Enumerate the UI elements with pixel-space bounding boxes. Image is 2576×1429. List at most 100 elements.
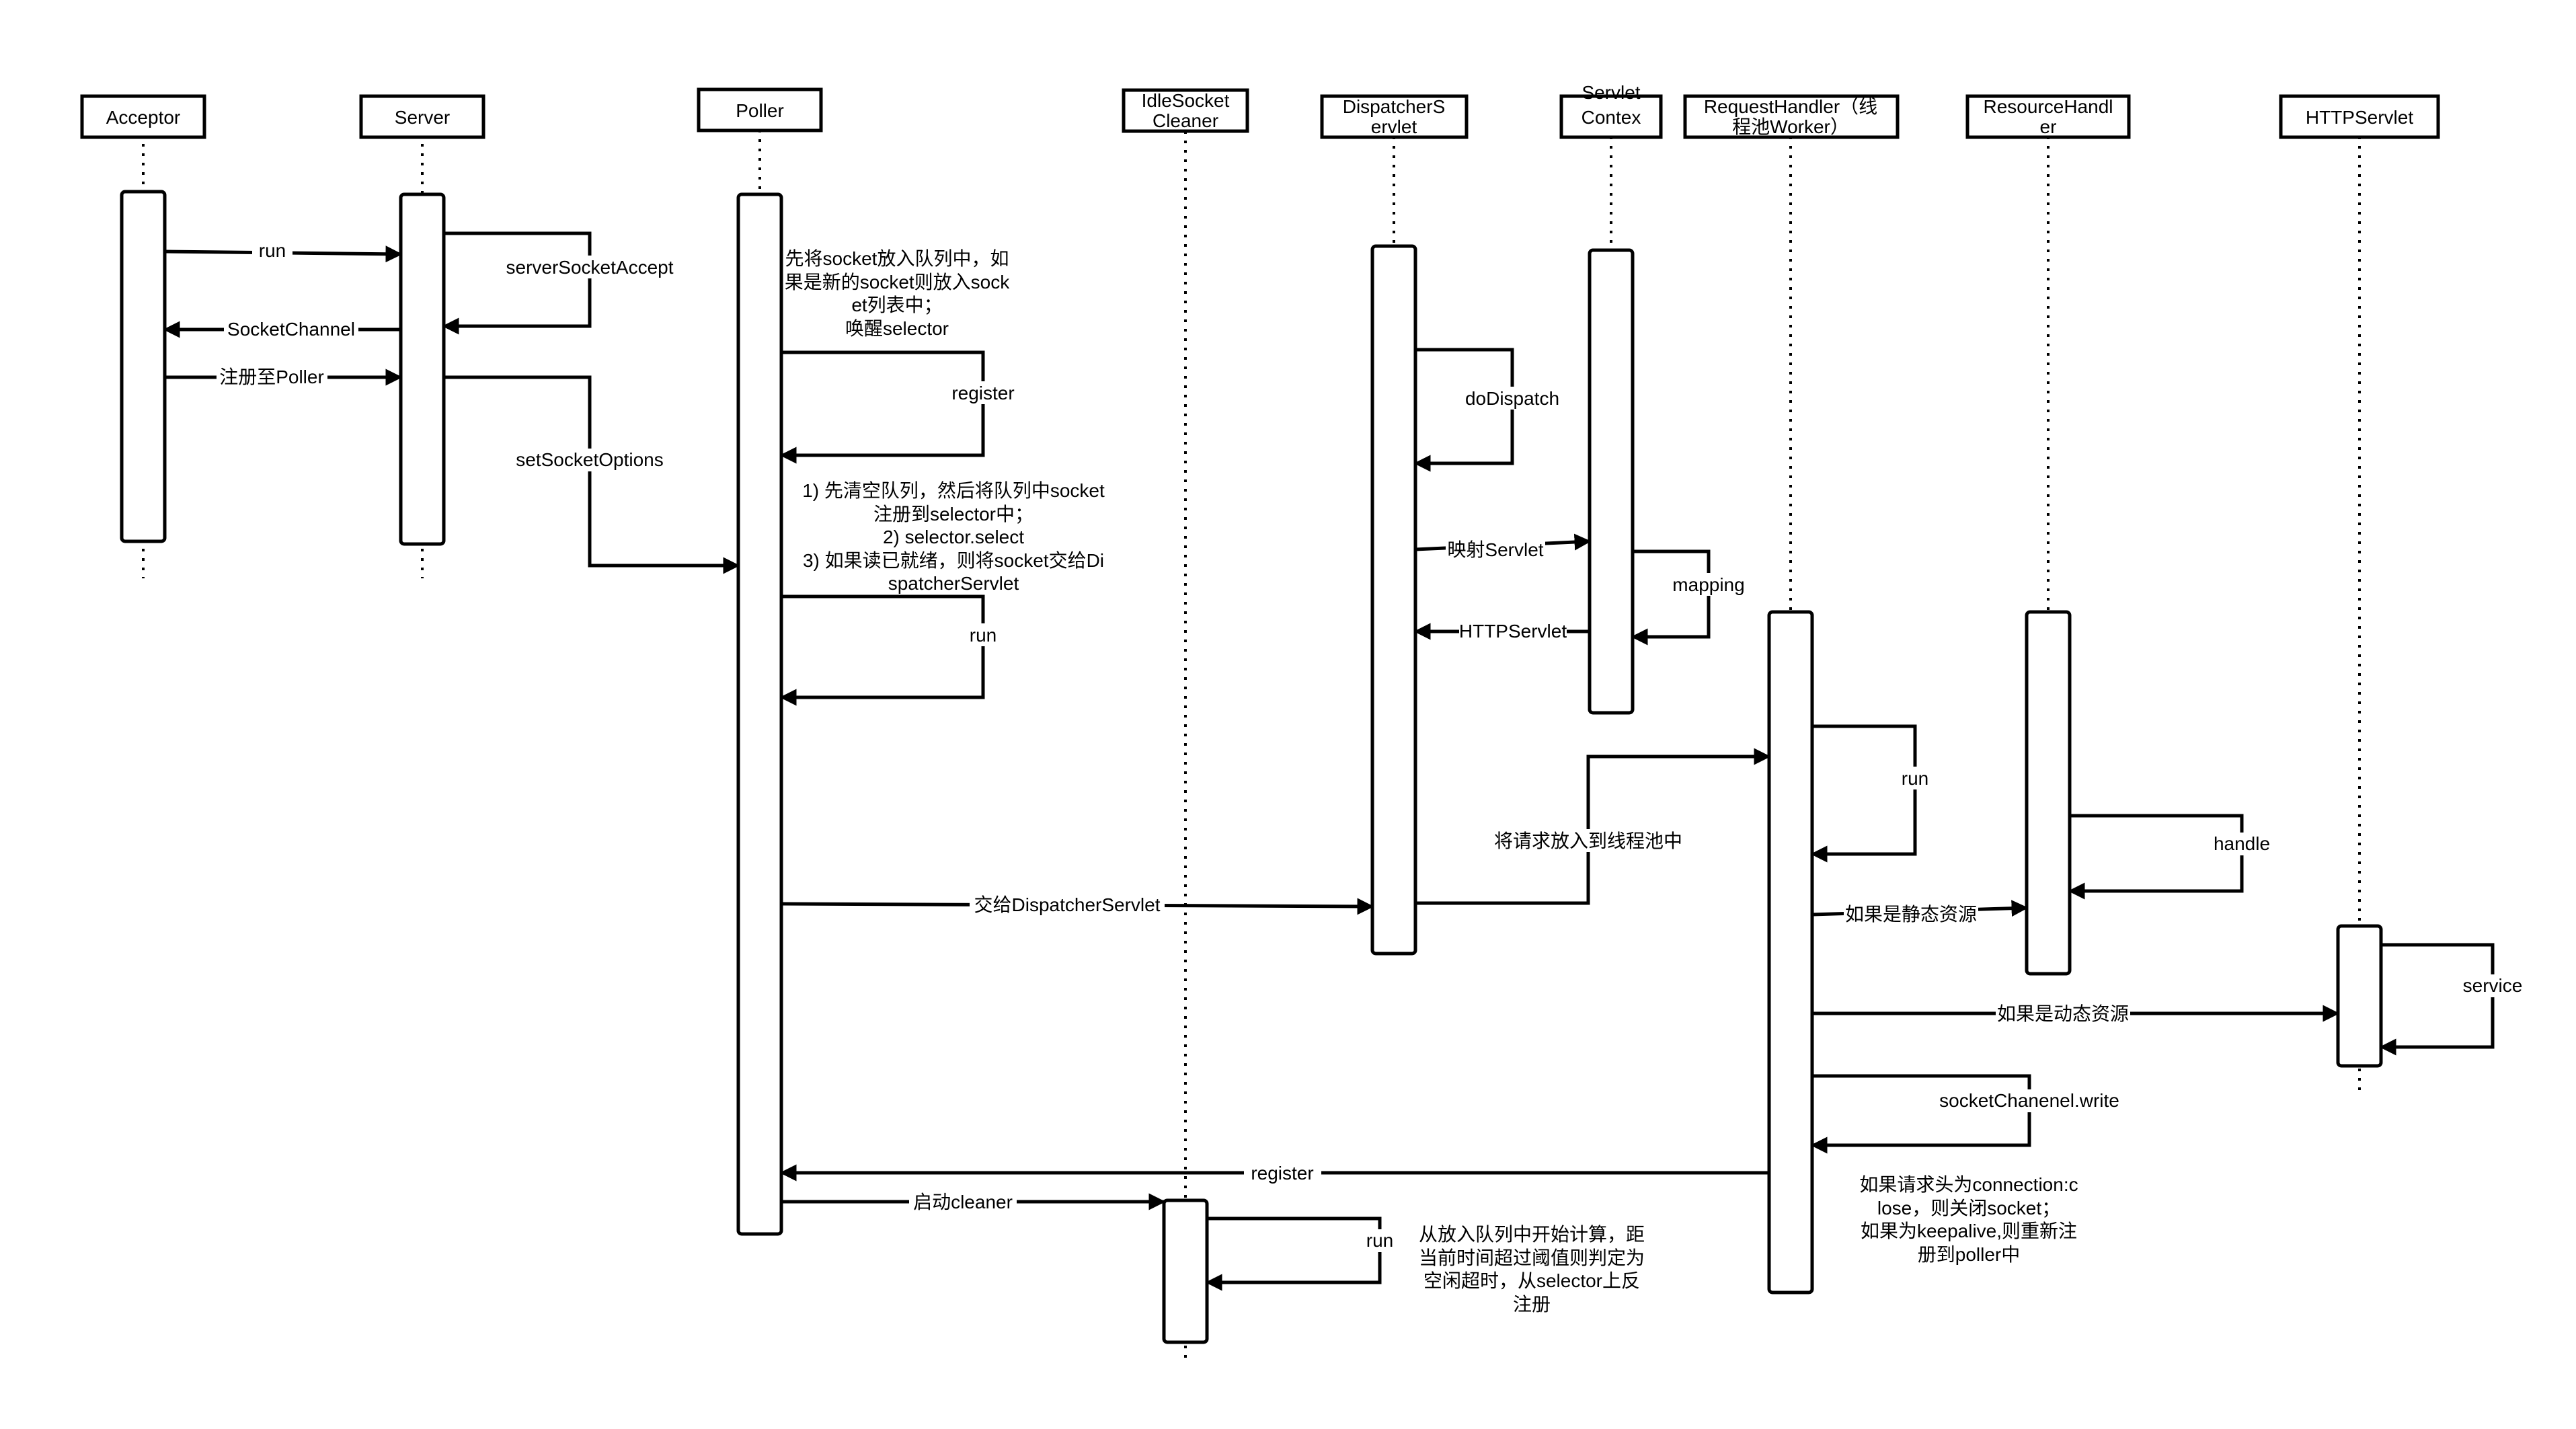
- participant-label-dispatcher-servlet: ervlet: [1371, 116, 1417, 137]
- message-socket-channel: SocketChannel: [163, 318, 401, 341]
- participant-label-resource-handler: ResourceHandl: [1984, 96, 2113, 117]
- note-line: 如果请求头为connection:c: [1859, 1174, 2078, 1195]
- note-line: 空闲超时，从selector上反: [1423, 1270, 1640, 1291]
- participant-label-poller: Poller: [736, 100, 784, 121]
- message-label: run: [1902, 768, 1928, 789]
- message-map-servlet: 映射Servlet: [1415, 533, 1592, 561]
- message-label: 如果是动态资源: [1997, 1003, 2129, 1024]
- participant-box-server: [359, 94, 485, 139]
- message-label: register: [1251, 1163, 1313, 1184]
- participant-label-request-handler: 程池Worker）: [1732, 116, 1849, 137]
- activation-poller: [736, 192, 783, 1236]
- activation-server: [399, 192, 446, 546]
- note-line: 3) 如果读已就绪，则将socket交给Di: [803, 550, 1104, 571]
- note-line: 唤醒selector: [845, 318, 949, 339]
- message-label: 启动cleaner: [913, 1192, 1013, 1212]
- note-line: 册到poller中: [1918, 1244, 2020, 1265]
- activation-dispatcher-servlet: [1370, 244, 1417, 956]
- note-line: 从放入队列中开始计算，距: [1419, 1224, 1645, 1245]
- message-label: 交给DispatcherServlet: [974, 894, 1161, 915]
- participant-label-server: Server: [395, 107, 450, 128]
- message-cleaner-run: run: [1205, 1216, 1399, 1291]
- message-socket-channel-write: socketChanenel.write: [1810, 1074, 2125, 1154]
- message-poller-run: run: [779, 594, 1002, 706]
- message-arrow: [1205, 1216, 1382, 1291]
- activation-http-servlet: [2336, 924, 2383, 1068]
- message-register-to-poller: 注册至Poller: [165, 366, 403, 389]
- participant-resource-handler: ResourceHandl er: [1965, 94, 2131, 968]
- participant-label-dispatcher-servlet: DispatcherS: [1343, 96, 1446, 117]
- message-label: 映射Servlet: [1447, 539, 1543, 560]
- note-line: spatcherServlet: [888, 573, 1019, 594]
- participant-box-poller: [697, 87, 823, 132]
- participant-label-resource-handler: er: [2040, 116, 2057, 137]
- message-handle: handle: [2068, 814, 2275, 900]
- participant-box-acceptor: [80, 94, 206, 139]
- message-re-register: register: [779, 1161, 1769, 1184]
- note-line: et列表中；: [851, 295, 942, 315]
- participant-dispatcher-servlet: DispatcherS ervlet: [1320, 94, 1469, 955]
- participant-label-request-handler: RequestHandler（线: [1704, 96, 1877, 117]
- message-label: serverSocketAccept: [506, 257, 674, 278]
- message-dynamic-resource: 如果是动态资源: [1812, 1002, 2340, 1025]
- message-acceptor-run: run: [164, 239, 403, 263]
- message-poller-register: register: [779, 350, 1022, 464]
- message-label: run: [1366, 1230, 1393, 1251]
- message-label: doDispatch: [1465, 388, 1559, 409]
- participant-server: Server: [359, 94, 485, 578]
- participant-http-servlet: HTTPServlet: [2279, 94, 2440, 1093]
- note-line: 如果为keepalive,则重新注: [1861, 1221, 2077, 1241]
- note-line: 注册: [1513, 1294, 1551, 1315]
- message-arrow: [779, 594, 985, 706]
- message-label: 将请求放入到线程池中: [1494, 831, 1682, 851]
- activation-servlet-context: [1588, 248, 1635, 715]
- message-do-dispatch: doDispatch: [1413, 348, 1565, 472]
- participant-label-servlet-context: Servlet: [1582, 82, 1640, 103]
- message-label: setSocketOptions: [516, 449, 663, 470]
- note-connection-close: 如果请求头为connection:c lose，则关闭socket； 如果为ke…: [1859, 1174, 2078, 1265]
- participant-label-http-servlet: HTTPServlet: [2306, 107, 2413, 128]
- participant-idle-socket-cleaner: IdleSocket Cleaner: [1122, 88, 1249, 1362]
- participant-label-servlet-context: Contex: [1582, 107, 1641, 128]
- note-line: 1) 先清空队列，然后将队列中socket: [802, 480, 1105, 501]
- message-http-servlet-return: HTTPServlet: [1413, 620, 1590, 643]
- participant-box-resource-handler: [1965, 94, 2131, 139]
- message-mapping: mapping: [1631, 549, 1749, 646]
- message-label: socketChanenel.write: [1939, 1090, 2119, 1111]
- participant-box-http-servlet: [2279, 94, 2440, 139]
- participant-label-acceptor: Acceptor: [106, 107, 181, 128]
- message-start-cleaner: 启动cleaner: [781, 1190, 1166, 1213]
- message-to-dispatcher-servlet: 交给DispatcherServlet: [781, 893, 1374, 916]
- message-label: service: [2463, 975, 2523, 996]
- participant-label-idle-socket-cleaner: Cleaner: [1153, 110, 1218, 131]
- activation-resource-handler: [2025, 610, 2072, 976]
- message-set-socket-options: setSocketOptions: [444, 375, 740, 574]
- activation-request-handler: [1767, 610, 1814, 1295]
- message-label: register: [951, 383, 1014, 403]
- message-static-resource: 如果是静态资源: [1811, 900, 2029, 925]
- participant-box-idle-socket-cleaner: [1122, 88, 1249, 133]
- note-line: 当前时间超过阈值则判定为: [1419, 1247, 1645, 1268]
- activation-acceptor: [120, 190, 167, 543]
- note-line: 果是新的socket则放入sock: [785, 272, 1010, 293]
- note-line: lose，则关闭socket；: [1877, 1198, 2060, 1219]
- message-label: run: [970, 625, 997, 646]
- note-line: 注册到selector中；: [873, 504, 1033, 525]
- message-label: SocketChannel: [227, 319, 355, 340]
- participant-box-request-handler: [1683, 94, 1900, 139]
- participant-label-idle-socket-cleaner: IdleSocket: [1142, 90, 1230, 111]
- note-line: 先将socket放入队列中，如: [785, 248, 1009, 269]
- participant-box-servlet-context: [1559, 94, 1663, 139]
- activation-idle-socket-cleaner: [1162, 1198, 1209, 1344]
- message-label: HTTPServlet: [1459, 621, 1567, 642]
- message-arrow: [1810, 724, 1917, 863]
- message-label: 如果是静态资源: [1845, 904, 1977, 925]
- participant-acceptor: Acceptor: [80, 94, 206, 578]
- message-label: handle: [2214, 833, 2270, 854]
- note-cleaner: 从放入队列中开始计算，距 当前时间超过阈值则判定为 空闲超时，从selector…: [1419, 1224, 1645, 1315]
- message-server-socket-accept: serverSocketAccept: [442, 231, 682, 335]
- note-line: 2) selector.select: [883, 527, 1024, 547]
- note-poller-register: 先将socket放入队列中，如 果是新的socket则放入sock et列表中；…: [785, 248, 1010, 339]
- message-label: mapping: [1672, 574, 1744, 595]
